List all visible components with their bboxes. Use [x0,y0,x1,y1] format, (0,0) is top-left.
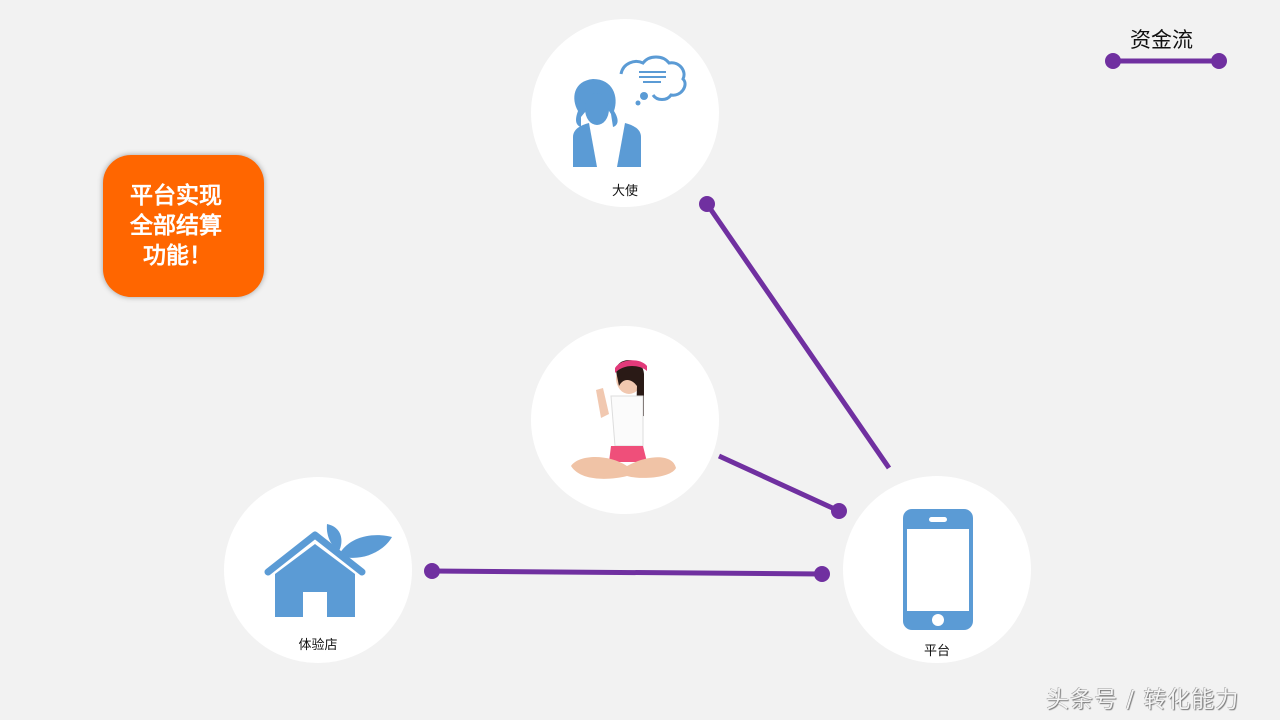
woman-sitting-photo [571,360,676,479]
node-store: 体验店 [224,477,412,663]
callout-box: 平台实现 全部结算 功能！ [103,155,264,297]
smartphone-icon [903,509,973,630]
watermark: 头条号 / 转化能力 [1046,687,1240,713]
node-platform: 平台 [843,476,1031,663]
node-label-ambassador: 大使 [611,184,638,199]
woman-thinking-icon [573,55,687,167]
edge-ambassador-platform [704,202,892,470]
edge-store-platform [431,568,823,577]
callout-line-2: 全部结算 [130,213,222,239]
house-leaf-icon [264,524,392,617]
callout-line-1: 平台实现 [130,183,222,209]
callout-line-3: 功能！ [143,243,212,269]
node-ambassador: 大使 [531,19,719,207]
node-label-store: 体验店 [298,638,338,653]
node-customer [531,326,719,514]
node-label-platform: 平台 [923,644,950,659]
legend-title: 资金流 [1130,28,1193,52]
edge-customer-platform [717,453,841,514]
